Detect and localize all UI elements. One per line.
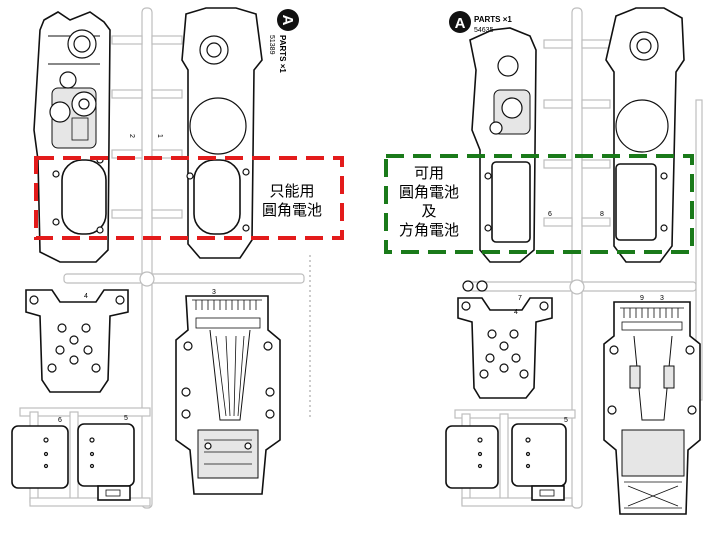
right-part-id-9: 9 [640,295,644,302]
right-ring-part-7: 7 [462,280,522,302]
right-plates-part-5-6: 5 [445,417,568,501]
right-part-number: 54635 [474,27,494,34]
right-parts-badge: A PARTS ×1 54635 [449,11,512,34]
right-callout-box [384,154,694,254]
left-plates-part-5-6: 6 5 [11,415,135,501]
right-part-id-3: 3 [660,295,664,302]
right-part-id-4: 4 [514,309,518,316]
right-chassis-side-part-8: 6 [469,27,552,263]
left-callout-line-2: 圓角電池 [261,201,322,219]
part-id-3: 3 [212,289,216,296]
left-part-number: 51389 [268,35,275,55]
right-parts-label: PARTS ×1 [474,15,512,24]
right-callout-line-2: 圓角電池 [398,183,459,201]
right-callout-text: 可用 圓角電池 及 方角電池 [386,164,472,240]
right-part-id-5: 5 [564,417,568,424]
part-id-6: 6 [58,417,62,424]
right-badge-letter: A [455,15,466,32]
left-parts-sheet: 2 1 A PARTS ×1 51389 [11,7,344,509]
part-id-4: 4 [84,293,88,300]
left-chassis-side-part-1: 2 [33,11,135,263]
left-chassis-side-part-2: 1 [156,7,263,259]
right-part-id-6: 6 [548,211,552,218]
right-main-chassis-part-3: 9 3 [603,295,701,515]
part-id-1: 1 [156,134,163,138]
part-id-5: 5 [124,415,128,422]
left-parts-badge: A PARTS ×1 51389 [268,9,299,73]
right-bracket-part-4: 4 [457,297,553,399]
right-part-id-7: 7 [518,295,522,302]
left-callout-text: 只能用 圓角電池 [254,182,330,220]
left-badge-letter: A [279,15,296,26]
right-parts-sheet: 6 8 A PARTS ×1 54635 7 [384,7,703,515]
right-callout-line-4: 方角電池 [398,221,459,239]
right-callout-line-1: 可用 [413,164,444,182]
right-callout-line-3: 及 [421,202,437,220]
left-callout-line-1: 只能用 [269,182,315,200]
left-bracket-part-4: 4 [25,289,129,393]
left-callout-box [34,156,344,240]
right-chassis-side-part-9: 8 [600,7,685,263]
right-part-id-8: 8 [600,211,604,218]
left-main-chassis-part-3: 3 [175,289,281,495]
left-parts-label: PARTS ×1 [278,35,287,73]
part-id-2: 2 [128,134,135,138]
